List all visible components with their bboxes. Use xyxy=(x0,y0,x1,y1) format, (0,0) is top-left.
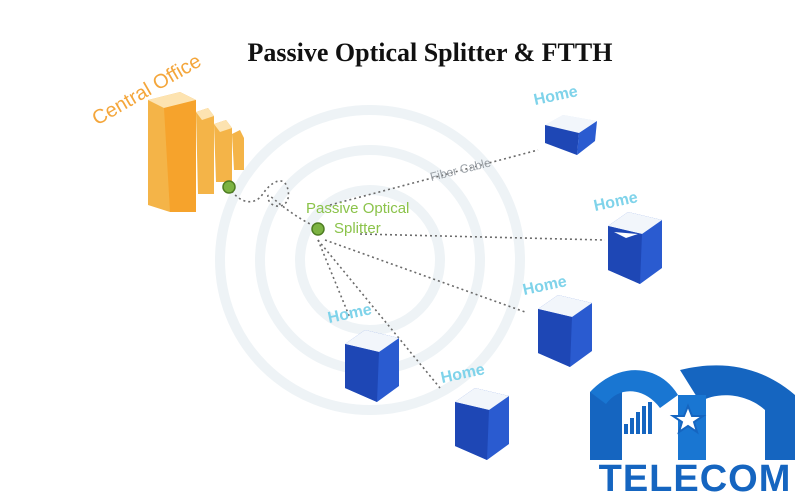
home-house-2 xyxy=(608,212,662,284)
telecom-logo-text: TELECOM xyxy=(598,458,792,500)
home-house-5 xyxy=(455,388,509,460)
fiber-line-home-1 xyxy=(329,149,539,206)
splitter-label-line1: Passive Optical xyxy=(306,200,410,217)
fiber-line-home-4 xyxy=(317,239,351,319)
star-icon xyxy=(669,403,707,435)
central-office-building xyxy=(148,92,244,212)
fiber-line-home-2 xyxy=(359,233,606,241)
home-house-3 xyxy=(538,295,592,367)
fiber-line-home-3 xyxy=(324,239,526,313)
home-house-1 xyxy=(545,115,597,155)
splitter-node xyxy=(311,222,325,236)
fiber-line-home-5 xyxy=(317,239,441,389)
office-node xyxy=(222,180,236,194)
fiber-lines xyxy=(317,149,606,389)
home-house-4 xyxy=(345,330,399,402)
splitter-label-line2: Splitter xyxy=(334,220,381,237)
fiber-cable-office-link xyxy=(228,180,319,229)
telecom-logo-graphic xyxy=(590,365,795,460)
diagram-title: Passive Optical Splitter & FTTH xyxy=(247,38,613,67)
